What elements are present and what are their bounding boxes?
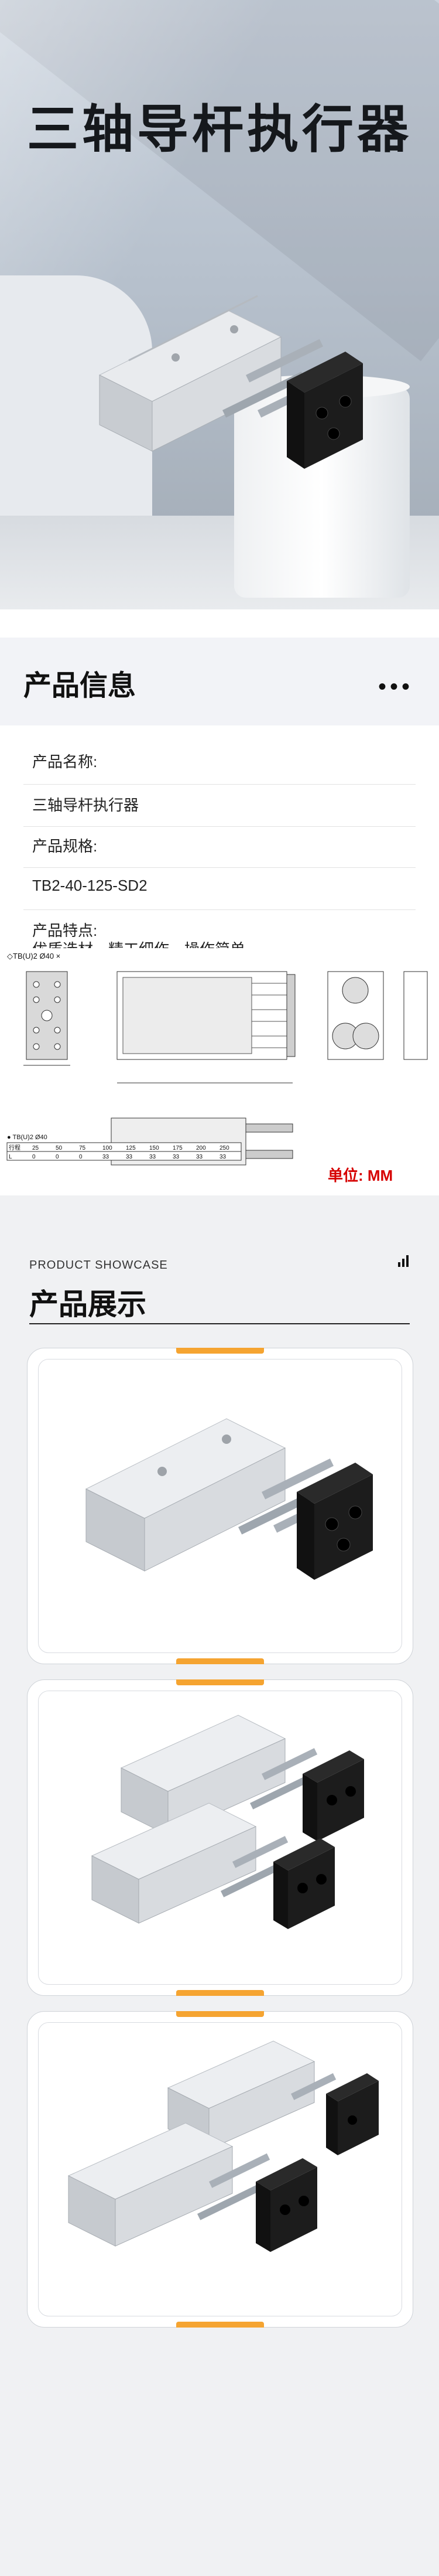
table-value: 33	[196, 1154, 203, 1160]
info-value-name: 三轴导杆执行器	[32, 796, 139, 814]
table-value: 0	[79, 1154, 83, 1160]
showcase-divider	[29, 1323, 410, 1324]
drawing-bottom-label: ● TB(U)2 Ø40	[7, 1134, 47, 1141]
divider	[23, 867, 416, 868]
showcase-frame-1	[27, 1348, 413, 1664]
unit-value: MM	[367, 1167, 393, 1184]
frame-accent-top	[176, 1348, 264, 1354]
info-value-spec: TB2-40-125-SD2	[32, 877, 148, 894]
stroke-table: 行程 L 25 50 75 100 125 150 175 200 250 0 …	[6, 1142, 242, 1161]
table-stroke: 25	[32, 1145, 39, 1151]
table-stroke: 75	[79, 1145, 86, 1151]
frame-accent-top	[176, 1679, 264, 1685]
frame-accent-top	[176, 2011, 264, 2017]
frame-accent-bottom	[176, 2322, 264, 2328]
table-value: 33	[173, 1154, 180, 1160]
showcase-en-title: PRODUCT SHOWCASE	[29, 1259, 168, 1272]
hero-banner: 三轴导杆执行器	[0, 0, 439, 638]
product-image	[91, 1715, 364, 1929]
table-stroke: 50	[56, 1145, 63, 1151]
unit-prefix: 单位:	[328, 1167, 368, 1184]
info-label-name: 产品名称:	[32, 753, 98, 771]
hero-product-image	[98, 295, 363, 469]
table-header-label: 行程	[9, 1144, 20, 1151]
divider	[23, 909, 416, 910]
table-values: 0 0 0 33 33 33 33 33 33	[32, 1154, 227, 1160]
table-strokes: 25 50 75 100 125 150 175 200 250	[32, 1145, 229, 1151]
table-value: 33	[149, 1154, 156, 1160]
showcase-cn-title: 产品展示	[29, 1288, 146, 1321]
technical-drawing: ◇TB(U)2 Ø40 ×	[0, 948, 439, 1190]
showcase-frame-2	[27, 1679, 413, 1996]
unit-label: 单位: MM	[328, 1164, 393, 1185]
info-header: 产品信息 •••	[0, 638, 439, 725]
table-stroke: 100	[102, 1145, 112, 1151]
divider	[23, 784, 416, 785]
product-image	[85, 1418, 373, 1580]
table-stroke: 125	[126, 1145, 136, 1151]
table-value: 33	[126, 1154, 133, 1160]
table-stroke: 150	[149, 1145, 159, 1151]
frame-accent-bottom	[176, 1990, 264, 1996]
table-value: 33	[220, 1154, 227, 1160]
table-value: 0	[32, 1154, 36, 1160]
info-body: 产品名称: 三轴导杆执行器 产品规格: TB2-40-125-SD2 产品特点:	[0, 725, 439, 948]
product-image	[67, 2040, 379, 2252]
info-label-features: 产品特点:	[32, 922, 98, 939]
divider	[23, 826, 416, 827]
info-label-spec: 产品规格:	[32, 837, 98, 855]
table-stroke: 250	[220, 1145, 229, 1151]
signal-bars-icon	[398, 1255, 409, 1267]
info-title: 产品信息	[23, 670, 136, 701]
showcase-frame-3	[27, 2011, 413, 2328]
technical-drawing-svg: ◇TB(U)2 Ø40 ×	[6, 952, 428, 1166]
hero-bottom-strip	[0, 609, 439, 638]
table-value: 33	[102, 1154, 109, 1160]
table-row-label: L	[9, 1154, 12, 1160]
table-stroke: 175	[173, 1145, 183, 1151]
frame-accent-bottom	[176, 1658, 264, 1664]
table-value: 0	[56, 1154, 59, 1160]
more-icon[interactable]: •••	[378, 674, 413, 700]
hero-title: 三轴导杆执行器	[26, 100, 412, 158]
table-stroke: 200	[196, 1145, 206, 1151]
drawing-top-label: ◇TB(U)2 Ø40 ×	[7, 952, 60, 960]
